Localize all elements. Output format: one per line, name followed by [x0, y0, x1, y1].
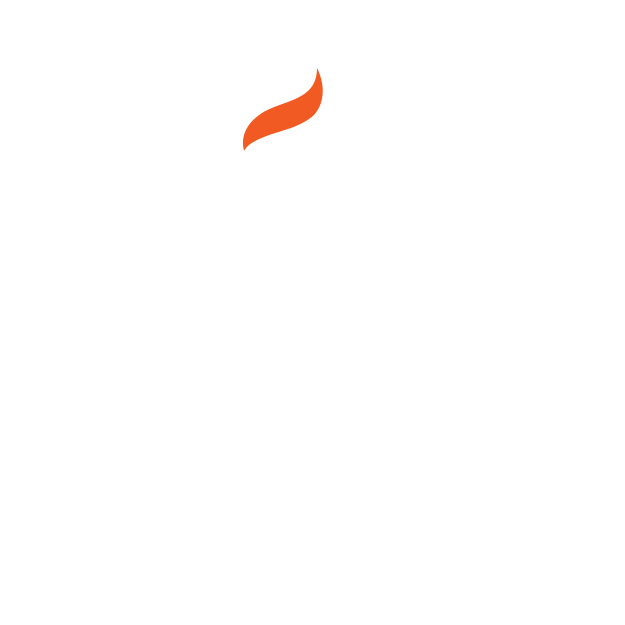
- swoosh-shape: [242, 68, 323, 151]
